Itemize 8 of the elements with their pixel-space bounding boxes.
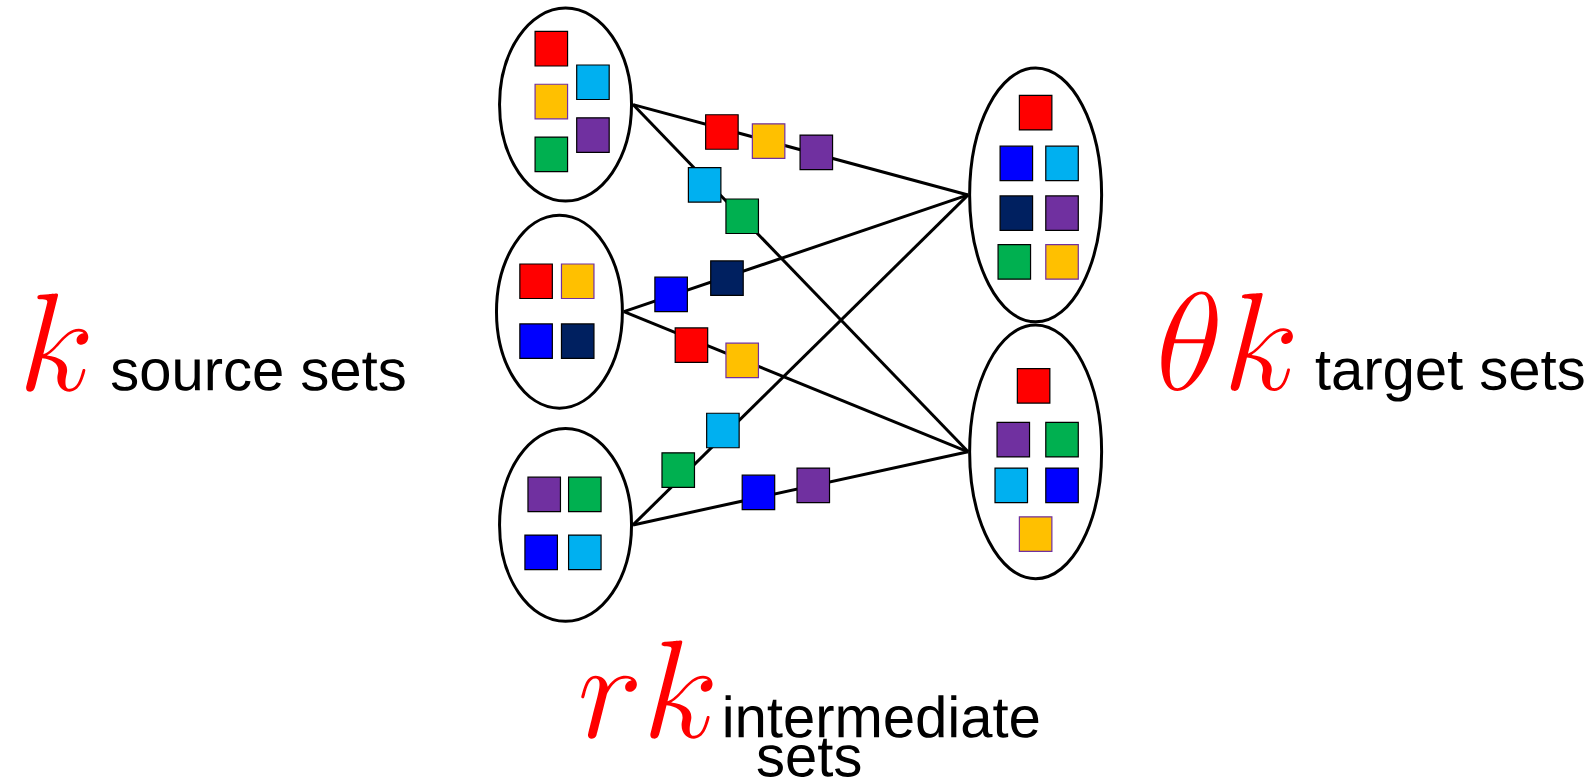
set-label: $rk$ intermediate sets [581,640,1039,777]
set-ellipse [498,426,634,623]
set-label: $k$ source sets [26,293,405,392]
set-ellipse [968,66,1104,324]
set-ellipse [968,323,1104,581]
set-ellipse [495,213,624,410]
set-ellipse [498,6,634,203]
set-label: $\theta k$ target sets [1161,291,1584,402]
